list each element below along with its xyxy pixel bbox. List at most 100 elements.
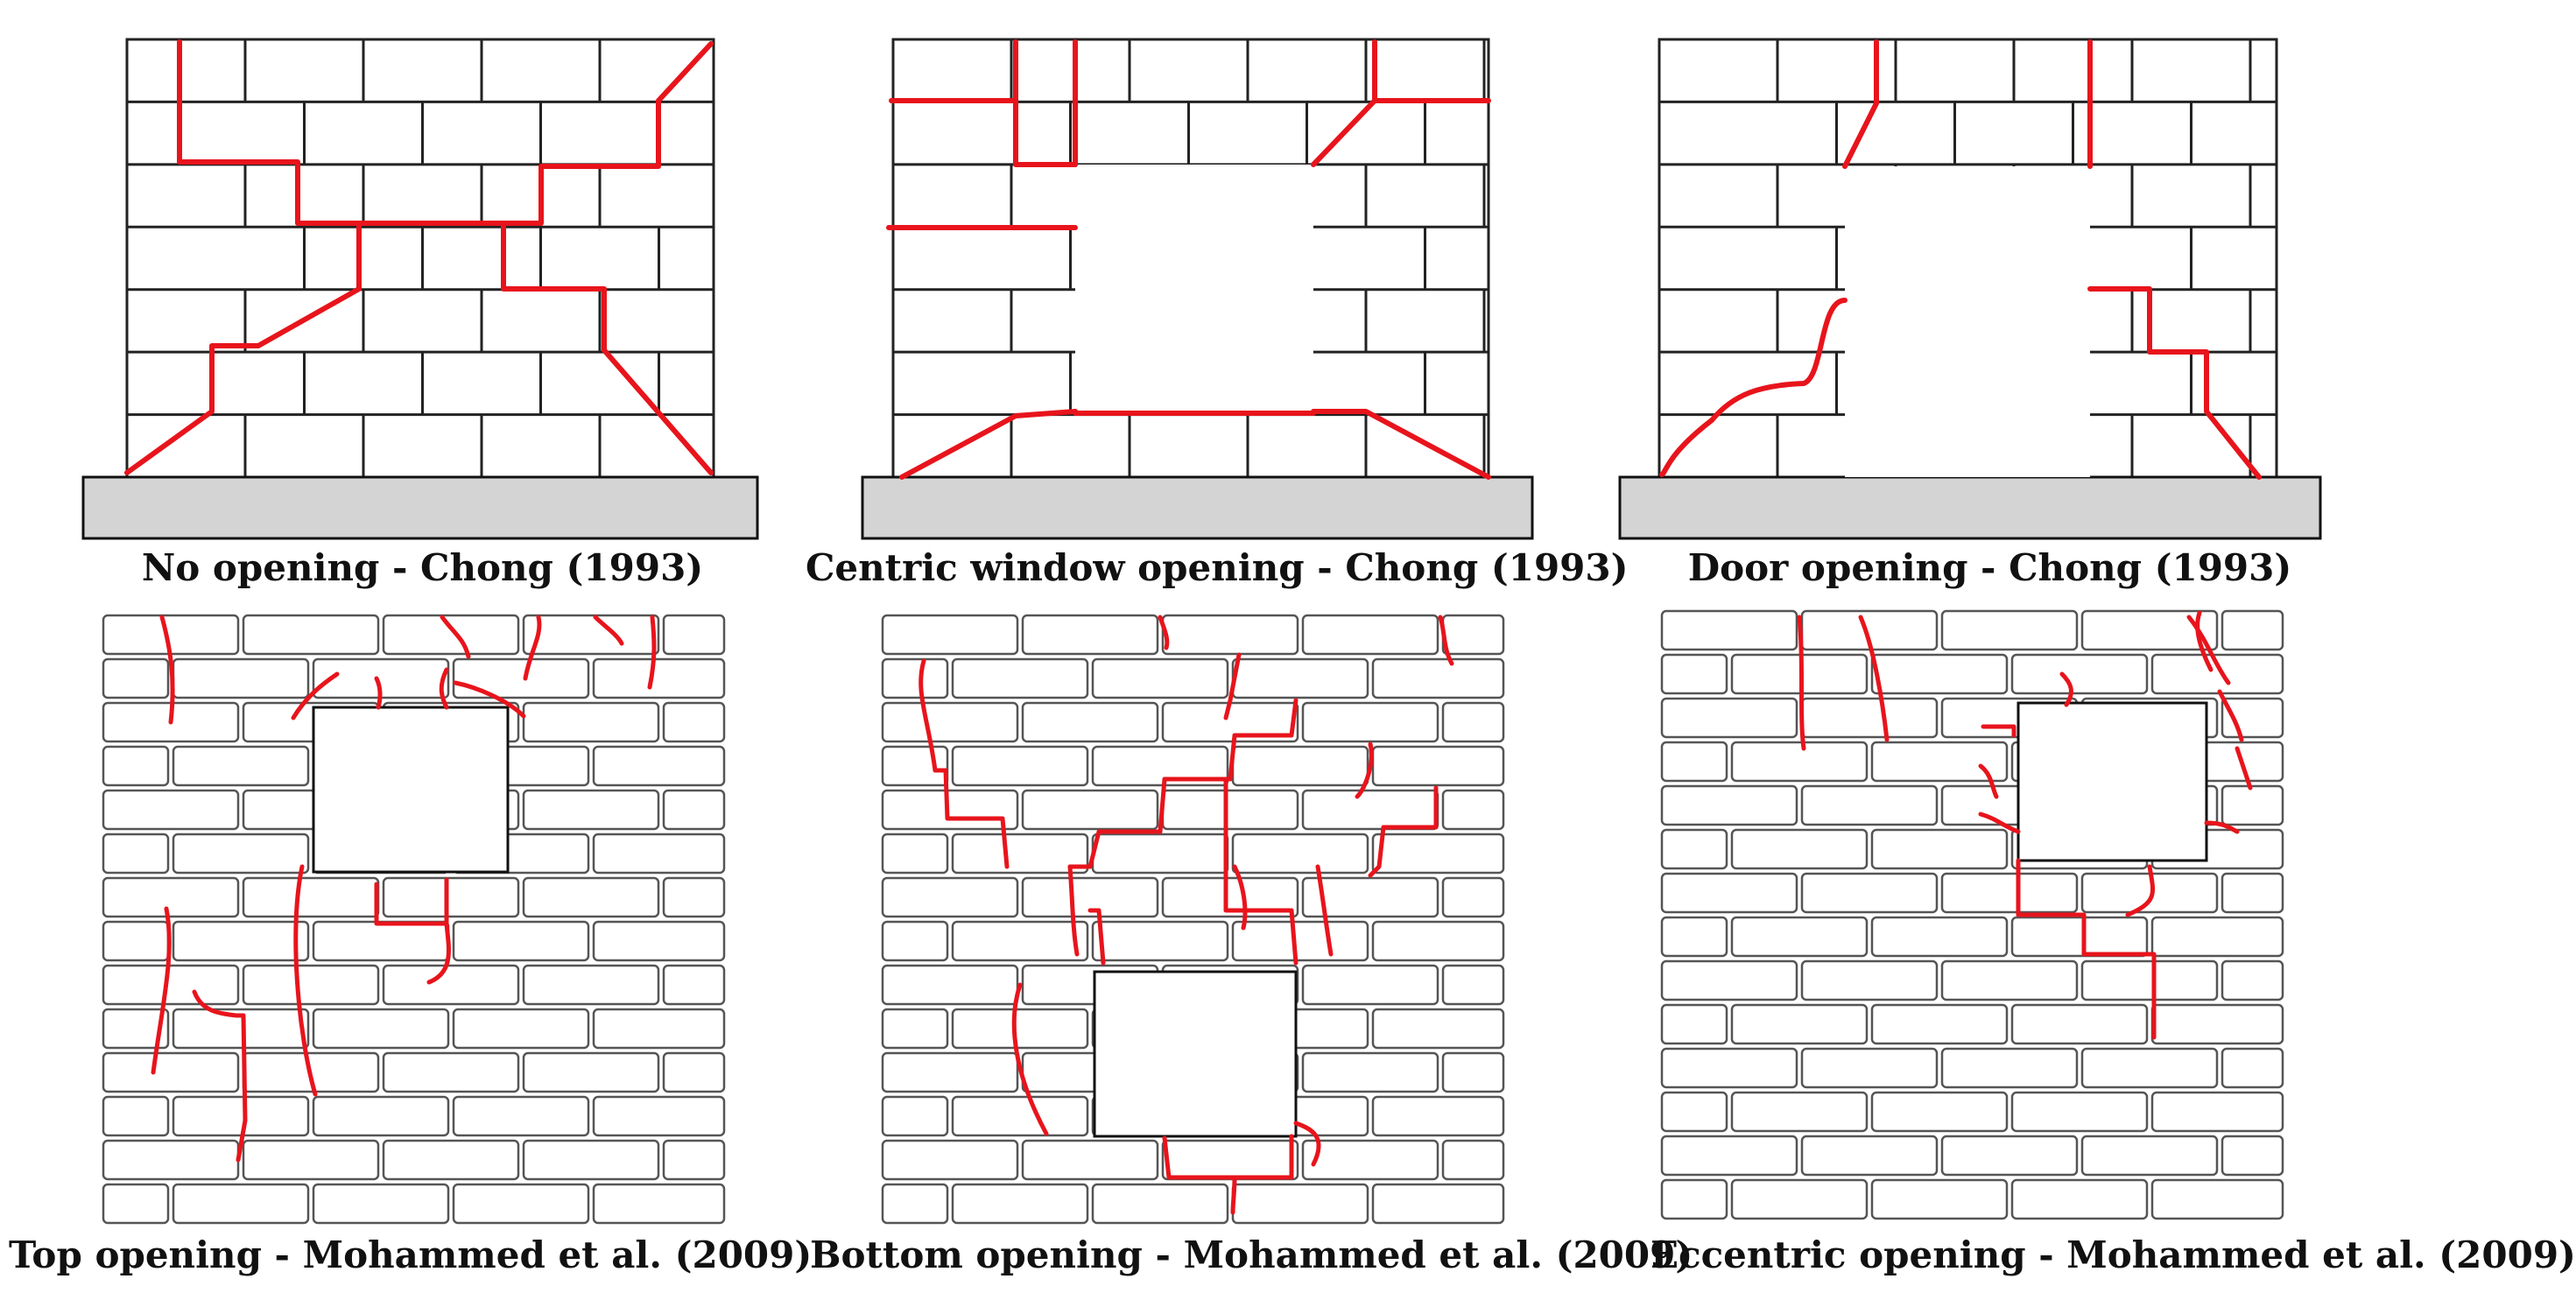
eccentric-opening [2016, 701, 2208, 862]
crack-pattern [1659, 39, 2262, 480]
window-opening [1075, 165, 1313, 411]
brick [1940, 609, 2079, 651]
brick [1870, 916, 2009, 958]
brick [102, 833, 170, 875]
brick [1371, 657, 1505, 699]
brick [1231, 833, 1369, 875]
brick [951, 745, 1089, 787]
brick [1371, 1095, 1505, 1137]
brick [2221, 609, 2284, 651]
brick [1940, 959, 2079, 1001]
brick [951, 1008, 1089, 1050]
brick [1231, 745, 1369, 787]
crack-pattern [124, 39, 714, 475]
brick [522, 701, 660, 743]
crack-pattern [886, 39, 1491, 480]
panel-top-opening [102, 614, 726, 1225]
brick [1660, 828, 1728, 870]
brick [1301, 1139, 1439, 1181]
brick [881, 657, 949, 699]
brick [172, 1095, 310, 1137]
brick [2080, 959, 2219, 1001]
brick [2010, 1003, 2149, 1045]
brick [881, 701, 1019, 743]
brick [242, 876, 380, 918]
brick [1940, 1135, 2079, 1177]
brick [1021, 1139, 1159, 1181]
brick [312, 1095, 450, 1137]
brick [881, 1139, 1019, 1181]
top-opening [312, 706, 510, 874]
brick [1800, 872, 1939, 914]
brick [1371, 1183, 1505, 1225]
brick [1730, 1178, 1869, 1220]
panel-door-opening [1618, 38, 2322, 540]
brick [382, 876, 520, 918]
brick [1730, 1003, 1869, 1045]
brick [2010, 1091, 2149, 1133]
brick [1371, 745, 1505, 787]
brick [2010, 653, 2149, 695]
brick [1231, 657, 1369, 699]
brick [662, 964, 726, 1006]
brick [592, 920, 726, 962]
brick [172, 833, 310, 875]
panel-no-opening [81, 38, 759, 540]
brick [881, 1051, 1019, 1093]
brick-wall [125, 38, 715, 479]
brick [881, 964, 1019, 1006]
brick [1800, 697, 1939, 739]
brick [1870, 1003, 2009, 1045]
brick [1301, 701, 1439, 743]
brick [1021, 789, 1159, 831]
brick [452, 1008, 590, 1050]
brick [1660, 959, 1798, 1001]
brick [2221, 959, 2284, 1001]
brick [881, 1095, 949, 1137]
brick [522, 789, 660, 831]
brick [522, 964, 660, 1006]
brick [1870, 828, 2009, 870]
brick [242, 614, 380, 656]
panel-caption-top-opening: Top opening - Mohammed et al. (2009) [9, 1233, 813, 1276]
brick [592, 657, 726, 699]
crack-pattern [151, 615, 657, 1163]
brick [1441, 614, 1505, 656]
brick [1870, 1178, 2009, 1220]
brick [452, 920, 590, 962]
brick [102, 745, 170, 787]
brick [951, 833, 1089, 875]
brick [172, 745, 310, 787]
brick [951, 1095, 1089, 1137]
brick [2150, 1003, 2284, 1045]
brick [102, 920, 170, 962]
brick [1800, 1135, 1939, 1177]
brick [2080, 1135, 2219, 1177]
brick [881, 1183, 949, 1225]
brick [312, 1183, 450, 1225]
brick [522, 1139, 660, 1181]
brick [1730, 741, 1869, 783]
brick [452, 1183, 590, 1225]
brick [2150, 1091, 2284, 1133]
panel-centric-window-opening [861, 38, 1534, 540]
brick [951, 1183, 1089, 1225]
brick [951, 920, 1089, 962]
panel-caption-eccentric-opening: Eccentric opening - Mohammed et al. (200… [1650, 1233, 2576, 1276]
brick [662, 1139, 726, 1181]
brick [2080, 1047, 2219, 1089]
brick [881, 920, 949, 962]
brick [1660, 697, 1798, 739]
brick [881, 789, 1019, 831]
brick [1091, 657, 1229, 699]
brick [662, 876, 726, 918]
brick [452, 657, 590, 699]
door-opening [1845, 166, 2090, 477]
brick [242, 964, 380, 1006]
brick [1371, 920, 1505, 962]
brick [382, 964, 520, 1006]
brick [1091, 745, 1229, 787]
brick [1441, 701, 1505, 743]
brick [951, 657, 1089, 699]
brick [312, 920, 450, 962]
